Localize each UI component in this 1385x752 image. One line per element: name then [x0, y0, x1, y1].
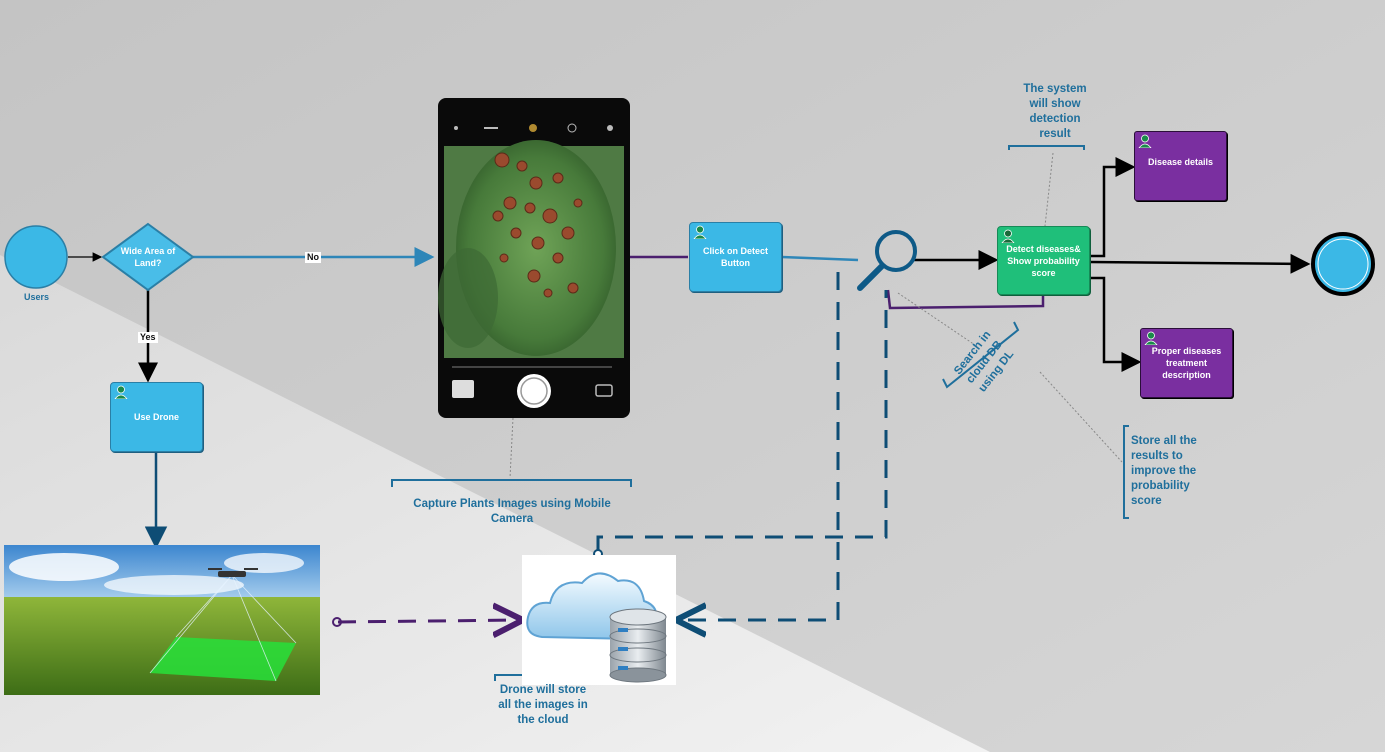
gateway-label: Wide Area of Land?	[120, 246, 176, 268]
user-task-icon	[693, 225, 707, 239]
phone-screen-illustration	[438, 123, 624, 408]
task-click-detect[interactable]: Click on Detect Button	[689, 222, 782, 292]
user-task-icon	[1001, 229, 1015, 243]
annotation-store-results: Store all the results to improve the pro…	[1131, 435, 1197, 507]
task-detect-diseases[interactable]: Detect diseases& Show probability score	[997, 226, 1090, 295]
phone-camera-image	[438, 98, 630, 418]
annotation-capture: Capture Plants Images using Mobile Camer…	[413, 498, 611, 525]
cloud-database-image	[522, 555, 676, 685]
drone-field-image	[4, 545, 320, 695]
user-task-icon	[114, 385, 128, 399]
task-use-drone-label: Use Drone	[133, 412, 179, 422]
task-treatment-label: Proper diseases treatment description	[1151, 346, 1222, 380]
flow-label-yes: Yes	[138, 332, 158, 343]
annotation-show-result: The system will show detection result	[1023, 83, 1087, 140]
drone-field-illustration	[4, 545, 320, 695]
annotation-drone-store: Drone will store all the images in the c…	[498, 684, 588, 726]
task-treatment[interactable]: Proper diseases treatment description	[1140, 328, 1233, 398]
cloud-database-illustration	[526, 572, 667, 683]
task-detect-diseases-label: Detect diseases& Show probability score	[1006, 243, 1081, 278]
task-use-drone[interactable]: Use Drone	[110, 382, 203, 452]
start-event-label: Users	[23, 292, 50, 302]
user-task-icon	[1144, 331, 1158, 345]
task-click-detect-label: Click on Detect Button	[702, 246, 769, 268]
task-disease-details[interactable]: Disease details	[1134, 131, 1227, 201]
flow-label-no: No	[305, 252, 321, 263]
task-disease-details-label: Disease details	[1147, 157, 1214, 167]
user-task-icon	[1138, 134, 1152, 148]
